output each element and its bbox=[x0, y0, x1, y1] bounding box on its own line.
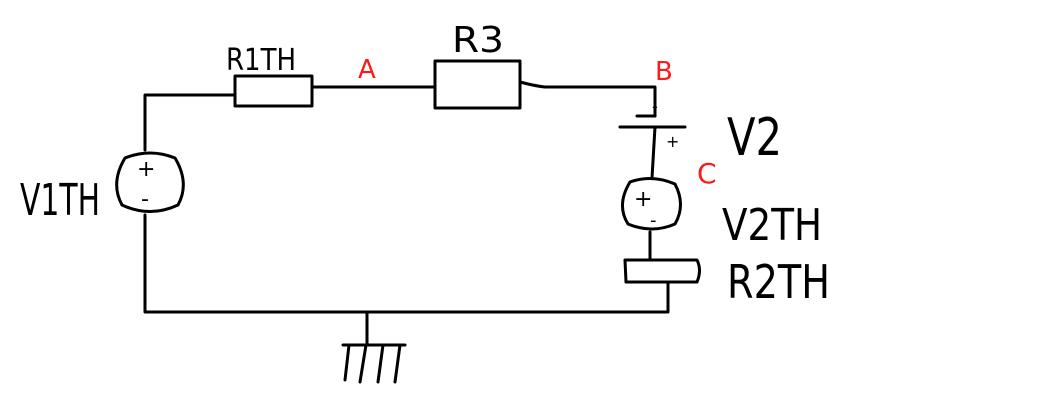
wire-left-top bbox=[143, 93, 237, 152]
node-a-label: A bbox=[358, 55, 376, 85]
ground-symbol bbox=[341, 310, 407, 384]
v2th-minus-sign: - bbox=[650, 210, 657, 231]
wire-left-bottom bbox=[143, 213, 670, 314]
v2th-label: V2TH bbox=[722, 200, 822, 251]
wire-b bbox=[518, 80, 657, 118]
v2-minus-sign: - bbox=[652, 97, 658, 116]
v1th-minus-sign: - bbox=[141, 187, 149, 212]
r3-resistor bbox=[433, 59, 522, 110]
node-c-label: C bbox=[697, 157, 717, 190]
node-b-label: B bbox=[655, 57, 673, 87]
r3-label: R3 bbox=[452, 20, 504, 61]
r1th-label: R1TH bbox=[226, 43, 296, 78]
r2th-label: R2TH bbox=[727, 255, 830, 309]
wire-c bbox=[650, 125, 657, 180]
v2-battery-symbol bbox=[618, 114, 687, 129]
v1th-label: V1TH bbox=[20, 175, 100, 226]
v2-plus-sign: + bbox=[666, 132, 679, 151]
r1th-resistor bbox=[233, 74, 314, 108]
v2-label: V2 bbox=[727, 108, 782, 168]
r2th-resistor bbox=[623, 258, 701, 284]
v2th-source-symbol bbox=[621, 177, 682, 231]
v1th-plus-sign: + bbox=[137, 157, 155, 182]
v2th-plus-sign: + bbox=[634, 187, 652, 212]
v1th-source-symbol bbox=[115, 151, 185, 213]
